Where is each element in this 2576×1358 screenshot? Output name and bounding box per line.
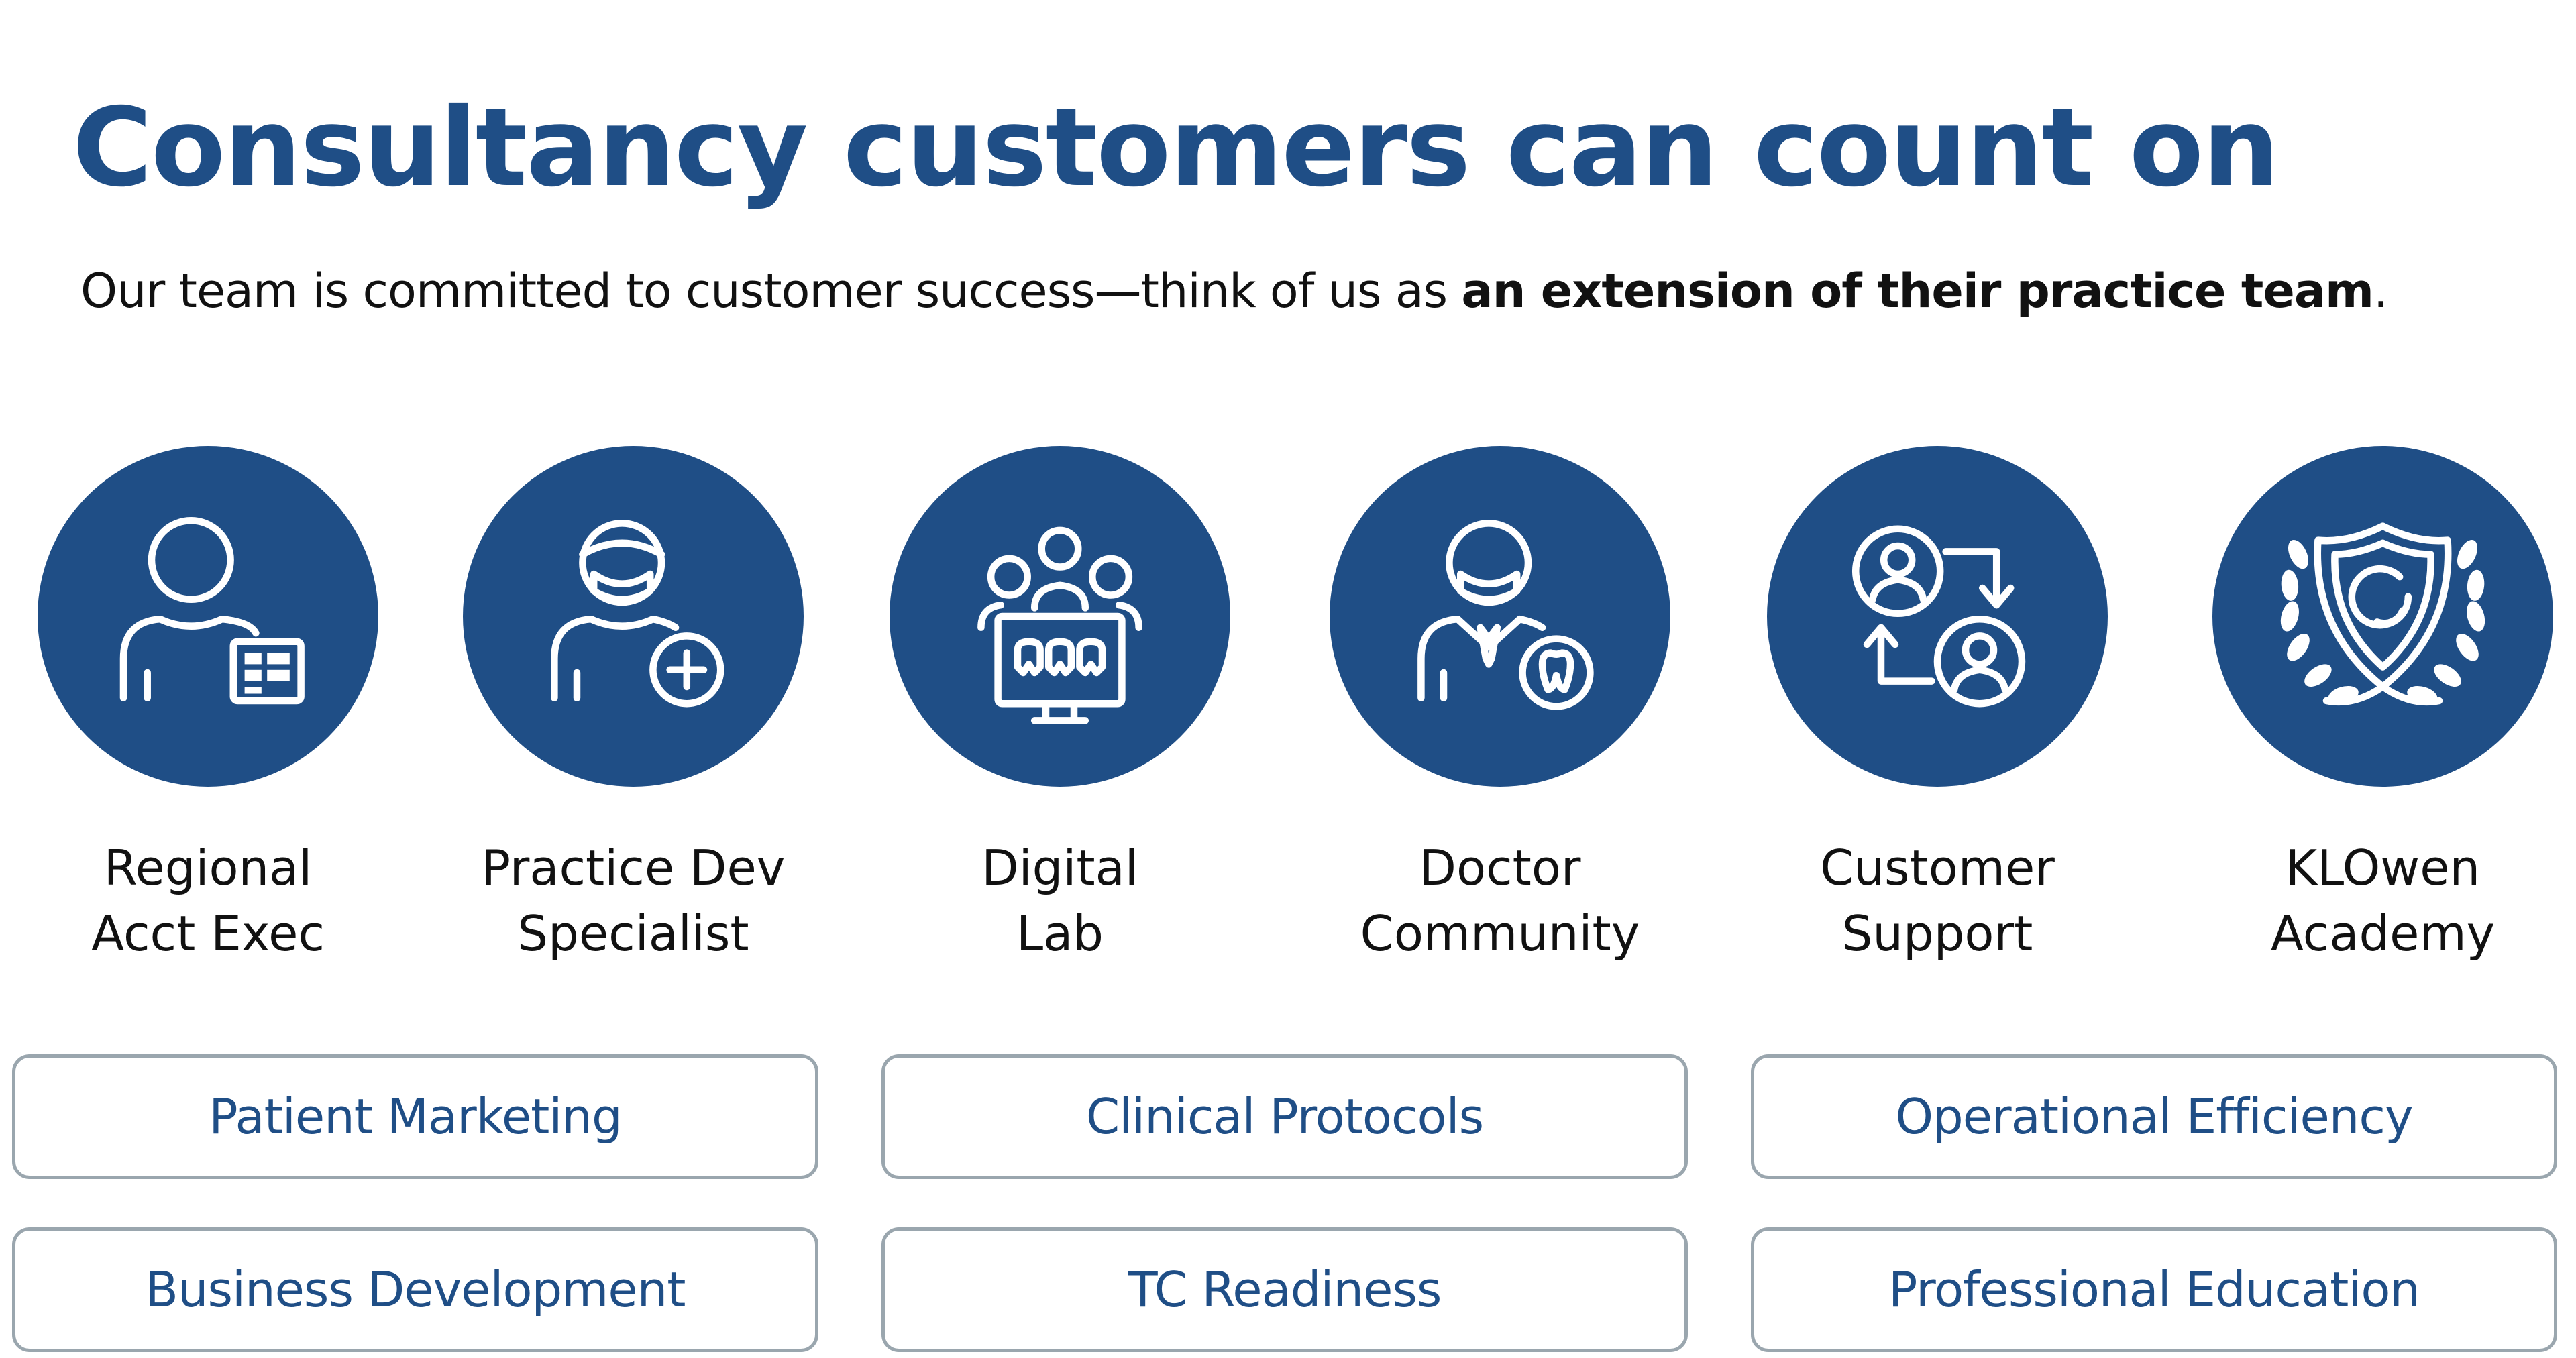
role-label: Digital Lab [981,840,1138,962]
masked-person-plus-icon [551,520,724,708]
role-regional-acct-exec: Regional Acct Exec [0,446,416,966]
role-klowen-academy: KLOwen Academy [2175,446,2576,966]
service-operational-efficiency: Operational Efficiency [1751,1054,2557,1179]
service-patient-marketing: Patient Marketing [12,1054,818,1179]
group-with-monitor-teeth-icon [977,526,1142,724]
role-circle [890,446,1230,787]
role-circle [1767,446,2108,787]
role-doctor-community: Doctor Community [1292,446,1708,966]
service-business-development: Business Development [12,1227,818,1352]
people-exchange-arrows-icon [1851,525,2026,708]
team-roles: Regional Acct Exec Practice Dev Speciali… [0,446,2576,966]
subtitle-text: Our team is committed to customer succes… [80,264,1462,319]
role-circle [38,446,378,787]
role-label: Regional Acct Exec [91,840,325,962]
doctor-with-tooth-icon [1417,520,1594,710]
role-circle [1330,446,1670,787]
subtitle-emphasis: an extension of their practice team [1461,264,2374,319]
role-label: Customer Support [1820,840,2055,962]
page-subtitle: Our team is committed to customer succes… [80,263,2388,319]
role-customer-support: Customer Support [1729,446,2145,966]
role-label: Doctor Community [1360,840,1640,962]
role-label: Practice Dev Specialist [481,840,786,962]
service-tc-readiness: TC Readiness [881,1227,1688,1352]
role-practice-dev-specialist: Practice Dev Specialist [425,446,841,966]
role-digital-lab: Digital Lab [852,446,1268,966]
service-professional-education: Professional Education [1751,1227,2557,1352]
role-circle [463,446,804,787]
page-title: Consultancy customers can count on [72,85,2279,211]
role-label: KLOwen Academy [2270,840,2496,962]
person-with-card-icon [119,516,305,705]
role-circle [2212,446,2553,787]
subtitle-end: . [2373,264,2388,319]
shield-laurel-icon [2280,522,2485,706]
service-clinical-protocols: Clinical Protocols [881,1054,1688,1179]
